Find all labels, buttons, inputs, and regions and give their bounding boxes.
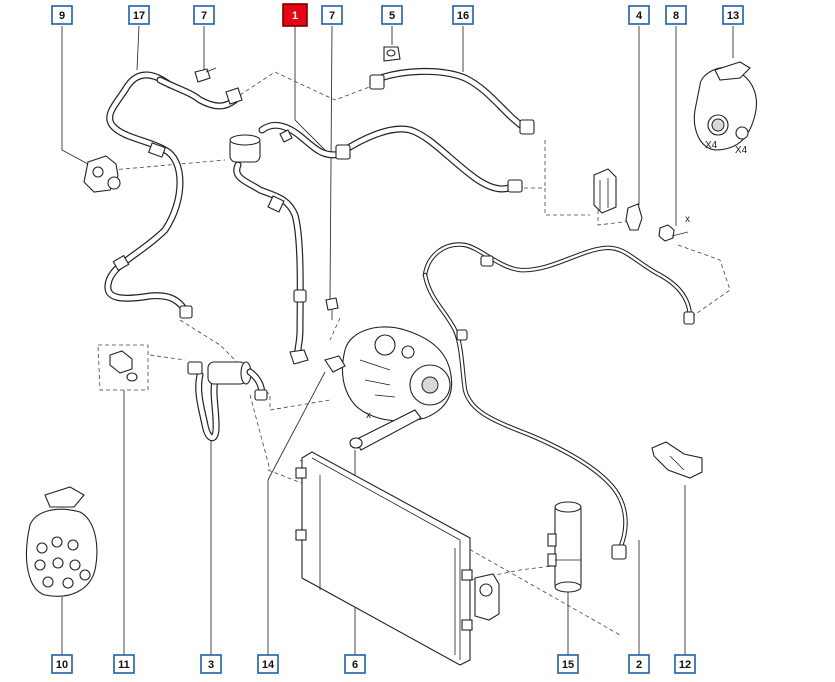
callout-1[interactable]: 1 bbox=[282, 3, 308, 27]
pipe-16[interactable] bbox=[335, 68, 535, 193]
callout-5[interactable]: 5 bbox=[381, 5, 403, 25]
callout-12[interactable]: 12 bbox=[674, 654, 696, 674]
pressure-switch-11[interactable] bbox=[109, 350, 138, 382]
pipe-17[interactable] bbox=[104, 71, 243, 319]
callout-14[interactable]: 14 bbox=[257, 654, 279, 674]
callout-label: 10 bbox=[56, 659, 68, 671]
callout-15[interactable]: 15 bbox=[557, 654, 579, 674]
callout-9[interactable]: 9 bbox=[51, 5, 73, 25]
callout-11[interactable]: 11 bbox=[113, 654, 135, 674]
condenser[interactable] bbox=[295, 451, 500, 666]
callout-2[interactable]: 2 bbox=[628, 654, 650, 674]
callout-7-top[interactable]: 7 bbox=[193, 5, 215, 25]
expansion-valve-4[interactable] bbox=[593, 168, 643, 231]
callout-17[interactable]: 17 bbox=[128, 5, 150, 25]
callout-16[interactable]: 16 bbox=[452, 5, 474, 25]
clip-12[interactable] bbox=[651, 441, 703, 479]
gasket-kit-10[interactable] bbox=[25, 486, 98, 597]
clip-9[interactable] bbox=[83, 155, 121, 193]
leader-lines bbox=[61, 25, 734, 655]
qty-label-right: X4 bbox=[735, 145, 748, 156]
callout-label: 11 bbox=[118, 659, 130, 671]
callout-label: 15 bbox=[562, 659, 574, 671]
callout-label: 2 bbox=[636, 659, 642, 671]
callout-label: 5 bbox=[389, 10, 395, 22]
callout-label: 14 bbox=[262, 659, 275, 671]
callout-label: 7 bbox=[329, 10, 335, 22]
callout-label: 1 bbox=[292, 10, 298, 22]
callout-label: 6 bbox=[352, 659, 358, 671]
callout-label: 8 bbox=[673, 10, 679, 22]
callout-13[interactable]: 13 bbox=[722, 5, 744, 25]
gasket-kit-13[interactable]: X4 X4 bbox=[693, 61, 757, 156]
pipe-1[interactable] bbox=[229, 121, 346, 365]
dim-marker-bottom: x bbox=[366, 410, 371, 421]
callout-label: 12 bbox=[679, 659, 691, 671]
bolt-7-top[interactable] bbox=[194, 67, 217, 83]
callout-label: 7 bbox=[201, 10, 207, 22]
bolt-6[interactable]: x bbox=[349, 409, 422, 451]
callout-8[interactable]: 8 bbox=[665, 5, 687, 25]
callout-label: 13 bbox=[727, 10, 739, 22]
nut-8[interactable]: x bbox=[658, 214, 690, 242]
clamp-5[interactable] bbox=[383, 46, 401, 62]
callout-label: 16 bbox=[457, 10, 469, 22]
compressor[interactable] bbox=[324, 326, 453, 422]
pipe-2[interactable] bbox=[422, 242, 695, 560]
callout-label: 17 bbox=[133, 10, 145, 22]
callout-label: 4 bbox=[636, 10, 643, 22]
bolt-7-mid[interactable] bbox=[325, 297, 339, 320]
callout-7-mid[interactable]: 7 bbox=[321, 5, 343, 25]
callout-4[interactable]: 4 bbox=[628, 5, 650, 25]
dim-marker-top: x bbox=[685, 214, 690, 225]
qty-label-left: X4 bbox=[705, 140, 718, 151]
callout-3[interactable]: 3 bbox=[200, 654, 222, 674]
callout-label: 3 bbox=[208, 659, 214, 671]
callout-label: 9 bbox=[59, 10, 65, 22]
callout-10[interactable]: 10 bbox=[51, 654, 73, 674]
pipe-3[interactable] bbox=[187, 361, 268, 442]
callout-6[interactable]: 6 bbox=[344, 654, 366, 674]
drier-15[interactable] bbox=[547, 501, 582, 593]
